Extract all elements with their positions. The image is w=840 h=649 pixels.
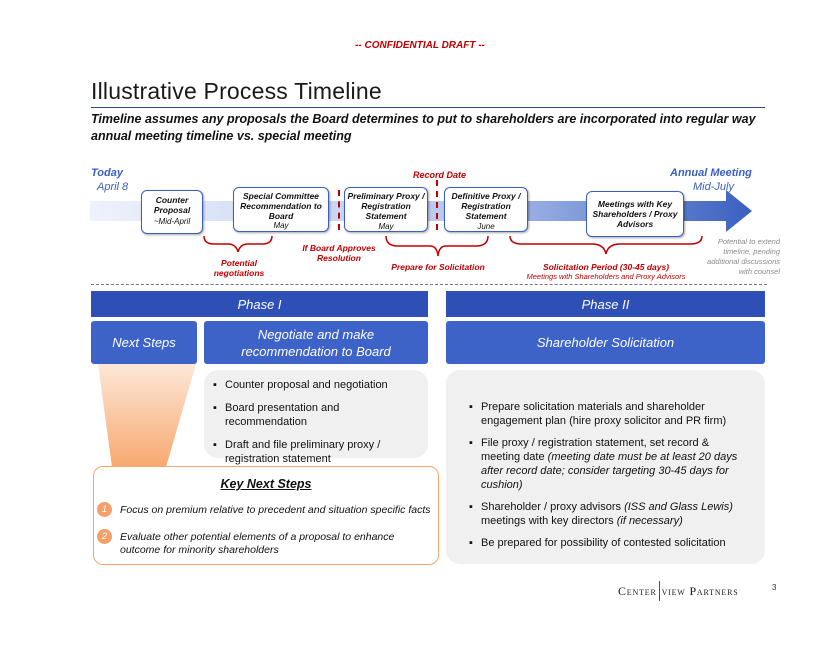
page-subtitle: Timeline assumes any proposals the Board…: [91, 112, 756, 143]
box-title: Meetings with Key Shareholders / Proxy A…: [592, 199, 678, 229]
key-step-text: Focus on premium relative to precedent a…: [120, 504, 431, 516]
logo-right: view Partners: [661, 583, 739, 598]
bullet-text: Be prepared for possibility of contested…: [481, 537, 726, 549]
box-date: ~Mid-April: [153, 217, 191, 226]
negotiate-header: Negotiate and make recommendation to Boa…: [204, 321, 428, 364]
today-date: April 8: [97, 181, 129, 193]
timeline-braces: [203, 235, 703, 257]
callout-wedge: [98, 364, 196, 467]
record-dash-left: [338, 190, 340, 230]
timeline-box-meetings: Meetings with Key Shareholders / Proxy A…: [586, 191, 684, 237]
list-item: Draft and file preliminary proxy / regis…: [213, 438, 423, 466]
bullet-text: Shareholder / proxy advisors: [481, 501, 625, 513]
annual-meeting-label: Annual Meeting: [670, 167, 752, 179]
solicitation-period-subnote: Meetings with Shareholders and Proxy Adv…: [526, 272, 686, 281]
page-title: Illustrative Process Timeline: [91, 78, 382, 104]
logo-separator: [658, 581, 660, 601]
box-title: Preliminary Proxy / Registration Stateme…: [347, 191, 425, 221]
timeline-box-definitive-proxy: Definitive Proxy / Registration Statemen…: [444, 187, 528, 232]
step-number-badge: 1: [97, 502, 112, 517]
centerview-logo: Center view Partners: [618, 581, 739, 601]
phase-2-bullets: Prepare solicitation materials and share…: [469, 400, 751, 550]
bullet-italic: (ISS and Glass Lewis): [624, 501, 733, 513]
prepare-solicitation-note: Prepare for Solicitation: [391, 262, 485, 272]
annual-meeting-date: Mid-July: [693, 181, 734, 193]
timeline-box-counter-proposal: Counter Proposal ~Mid-April: [141, 190, 203, 234]
box-date: May: [378, 222, 394, 231]
box-title: Special Committee Recommendation to Boar…: [240, 191, 322, 221]
timeline-box-preliminary-proxy: Preliminary Proxy / Registration Stateme…: [344, 187, 428, 232]
shareholder-solicitation-header: Shareholder Solicitation: [446, 321, 765, 364]
solicitation-period-note: Solicitation Period (30-45 days): [542, 262, 670, 272]
key-step-text: Evaluate other potential elements of a p…: [120, 531, 395, 556]
confidential-banner: -- CONFIDENTIAL DRAFT --: [355, 40, 485, 51]
box-date: May: [273, 221, 289, 230]
record-date-label: Record Date: [413, 170, 467, 180]
section-divider: [91, 284, 767, 285]
extend-timeline-note: Potential to extend timeline, pending ad…: [707, 237, 780, 276]
phase-2-header: Phase II: [446, 291, 765, 317]
bullet-text-2: meetings with key directors: [481, 515, 617, 527]
list-item: File proxy / registration statement, set…: [469, 436, 751, 492]
list-item: Board presentation and recommendation: [213, 401, 423, 429]
phase-1-bullets: Counter proposal and negotiation Board p…: [213, 378, 423, 466]
phase-1-header: Phase I: [91, 291, 428, 317]
page-number: 3: [772, 583, 777, 592]
key-next-steps-box: Key Next Steps 1 Focus on premium relati…: [93, 466, 439, 565]
key-next-steps-title: Key Next Steps: [220, 477, 312, 491]
if-board-approves-note: If Board Approves Resolution: [302, 243, 376, 263]
bullet-text: File proxy / registration statement, set…: [481, 437, 710, 463]
title-rule: [91, 107, 765, 108]
record-date-dash: [436, 180, 438, 230]
today-label: Today: [91, 167, 123, 179]
potential-negotiations-note: Potential negotiations: [213, 258, 265, 278]
list-item: Prepare solicitation materials and share…: [469, 400, 751, 428]
box-date: June: [477, 222, 495, 231]
timeline-box-special-committee: Special Committee Recommendation to Boar…: [233, 187, 329, 232]
bullet-text: Prepare solicitation materials and share…: [481, 401, 727, 427]
list-item: Be prepared for possibility of contested…: [469, 536, 751, 550]
step-number-badge: 2: [97, 529, 112, 544]
next-steps-header: Next Steps: [91, 321, 197, 364]
list-item: Shareholder / proxy advisors (ISS and Gl…: [469, 500, 751, 528]
bullet-italic-2: (if necessary): [616, 515, 683, 527]
phase-2-content: Prepare solicitation materials and share…: [446, 370, 765, 564]
logo-left: Center: [618, 583, 657, 598]
box-title: Counter Proposal: [153, 195, 191, 215]
phase-1-content: Counter proposal and negotiation Board p…: [204, 370, 428, 465]
box-title: Definitive Proxy / Registration Statemen…: [451, 191, 521, 221]
list-item: Counter proposal and negotiation: [213, 378, 423, 392]
bullet-italic: (meeting date must be at least 20 days a…: [481, 451, 738, 491]
